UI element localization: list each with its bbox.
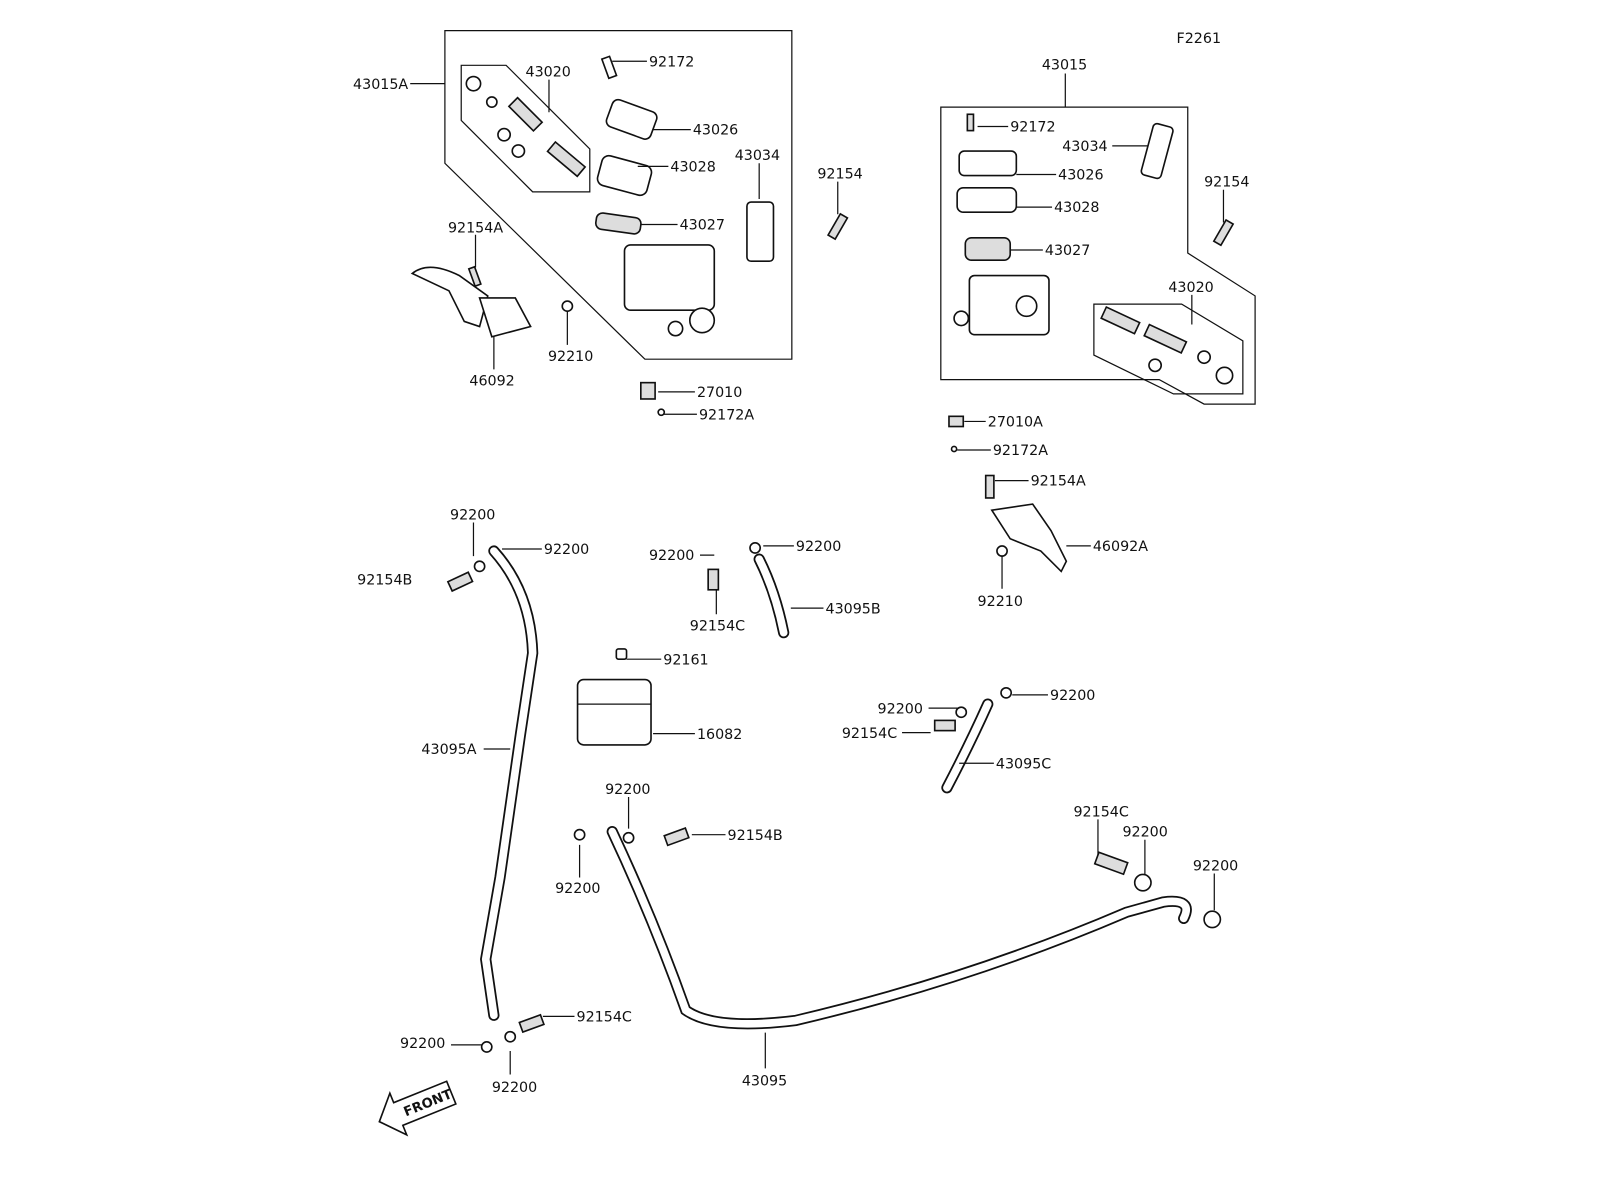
part-label: 43034	[735, 148, 780, 164]
part-label: 92154C	[577, 1009, 632, 1025]
part-label: 46092	[469, 374, 514, 390]
part-label: 43095A	[421, 742, 476, 758]
part-label: 43028	[670, 159, 715, 175]
part-label: 43095	[742, 1074, 787, 1090]
part-label: 43034	[1062, 139, 1107, 155]
part-label: 43020	[1168, 280, 1213, 296]
bracket-27010	[640, 381, 666, 417]
part-label: 43026	[1058, 168, 1103, 184]
part-label: 92200	[492, 1080, 537, 1096]
part-label: 92200	[796, 539, 841, 555]
part-label: 92172A	[993, 443, 1048, 459]
part-label: 92154B	[357, 573, 412, 589]
brake-lever-46092A	[948, 415, 1068, 573]
part-label: 92200	[400, 1036, 445, 1052]
brake-hoses	[446, 542, 1222, 1053]
part-label: 43026	[693, 123, 738, 139]
part-label: 43027	[1045, 243, 1090, 259]
part-label: 92154A	[1031, 474, 1086, 490]
part-label: 92200	[878, 701, 923, 717]
part-label: 92210	[548, 349, 593, 365]
part-label: 92154	[817, 167, 862, 183]
part-label: 92200	[1193, 858, 1238, 874]
part-label: 43027	[680, 218, 725, 234]
parts-right-master-cylinder	[953, 113, 1235, 385]
diagram-code: F2261	[1177, 31, 1222, 47]
part-label: 92154	[1204, 175, 1249, 191]
part-label: 92200	[1050, 688, 1095, 704]
part-label: 92200	[555, 881, 600, 897]
part-label: 92161	[663, 652, 708, 668]
part-label: 92200	[649, 548, 694, 564]
abs-unit-16082	[576, 648, 652, 746]
bolt-92154	[826, 212, 849, 241]
group-box-43015A	[444, 30, 793, 360]
front-direction-arrow: FRONT	[378, 1080, 457, 1137]
part-label: 92154C	[690, 619, 745, 635]
part-label: 92154A	[448, 221, 503, 237]
group-box-43020-right	[1093, 303, 1244, 395]
part-label: 92172A	[699, 407, 754, 423]
part-label: 27010A	[988, 415, 1043, 431]
part-label: 92200	[450, 507, 495, 523]
part-label: 43015A	[353, 77, 408, 93]
part-label: 92154C	[1073, 804, 1128, 820]
leader-lines	[410, 60, 1225, 1075]
group-box-43020-left	[460, 64, 591, 193]
part-label: 92200	[605, 782, 650, 798]
part-label: 92200	[1122, 825, 1167, 841]
part-label: 43095B	[826, 601, 881, 617]
part-label: 43028	[1054, 200, 1099, 216]
part-label: 43015	[1042, 57, 1087, 73]
group-box-43015	[940, 106, 1256, 405]
part-label: 43020	[526, 65, 571, 81]
part-label: 92154C	[842, 726, 897, 742]
parts-left-master-cylinder	[465, 55, 775, 337]
part-label: 43095C	[996, 756, 1051, 772]
part-label: 46092A	[1093, 539, 1148, 555]
part-label: 92172	[649, 54, 694, 70]
part-label: 27010	[697, 385, 742, 401]
part-label: 16082	[697, 727, 742, 743]
part-label: 92172	[1010, 120, 1055, 136]
part-label: 92154B	[728, 828, 783, 844]
part-label: 92200	[544, 542, 589, 558]
brake-lever-46092	[410, 265, 574, 338]
part-label: 92210	[978, 594, 1023, 610]
